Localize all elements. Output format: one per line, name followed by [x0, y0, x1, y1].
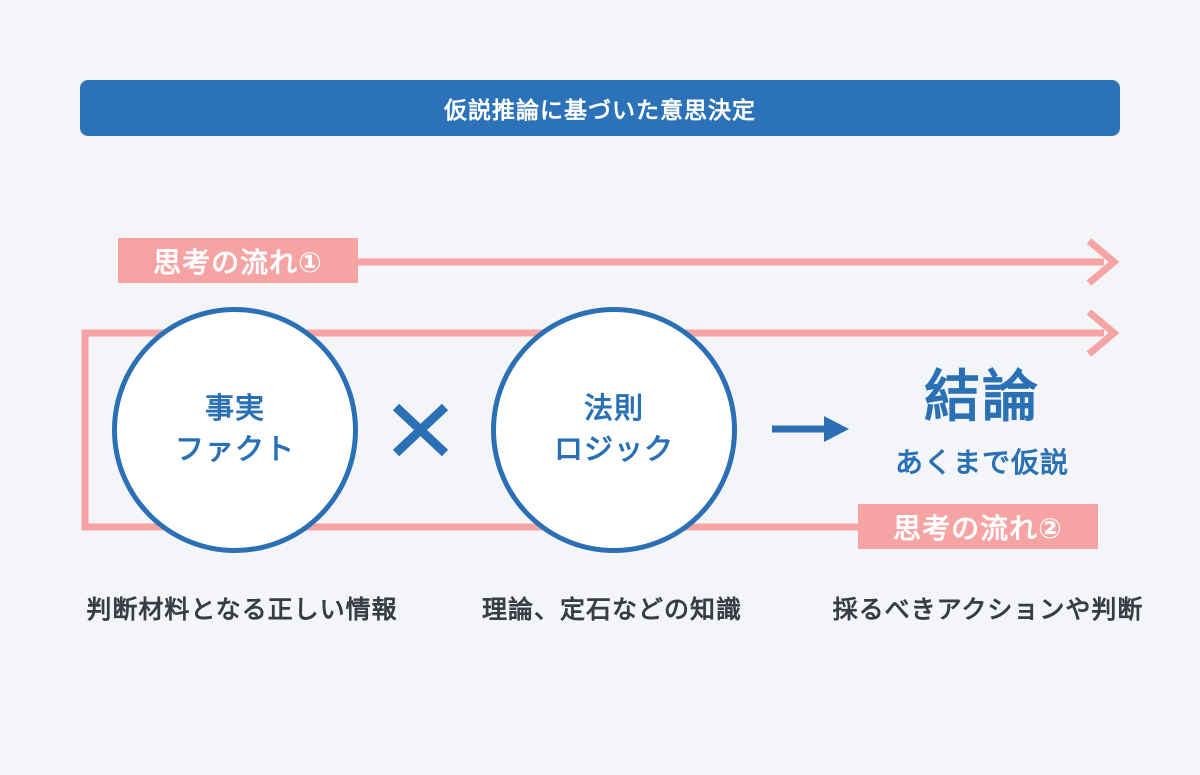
- fact-line1: 事実: [204, 393, 265, 426]
- logic-circle-text: 法則 ロジック: [554, 389, 674, 470]
- logic-line2: ロジック: [553, 434, 674, 466]
- conclusion-subtitle: あくまで仮説: [894, 446, 1069, 478]
- flow1-arrowhead-icon: [1086, 238, 1120, 286]
- logic-circle: 法則 ロジック: [491, 307, 737, 553]
- result-arrow-icon: [772, 416, 849, 442]
- page-title: 仮説推論に基づいた意思決定: [444, 97, 756, 123]
- conclusion-title: 結論: [924, 365, 1040, 428]
- fact-line2: ファクト: [174, 434, 295, 466]
- flow1-label: 思考の流れ①: [118, 238, 358, 283]
- logic-line1: 法則: [583, 393, 644, 426]
- flow2-arrowhead-icon: [1086, 309, 1120, 357]
- fact-circle: 事実 ファクト: [112, 307, 358, 553]
- conclusion-caption: 採るべきアクションや判断: [832, 596, 1144, 624]
- logic-caption: 理論、定石などの知識: [481, 596, 743, 624]
- multiply-icon: [392, 403, 449, 457]
- flow2-label-text: 思考の流れ②: [893, 512, 1063, 544]
- flow1-label-text: 思考の流れ①: [153, 246, 323, 278]
- conclusion-block: 結論 あくまで仮説: [852, 365, 1112, 481]
- fact-circle-text: 事実 ファクト: [175, 389, 295, 470]
- fact-caption: 判断材料となる正しい情報: [86, 596, 398, 624]
- flow2-label: 思考の流れ②: [858, 504, 1098, 549]
- header-bar: 仮説推論に基づいた意思決定: [80, 80, 1120, 136]
